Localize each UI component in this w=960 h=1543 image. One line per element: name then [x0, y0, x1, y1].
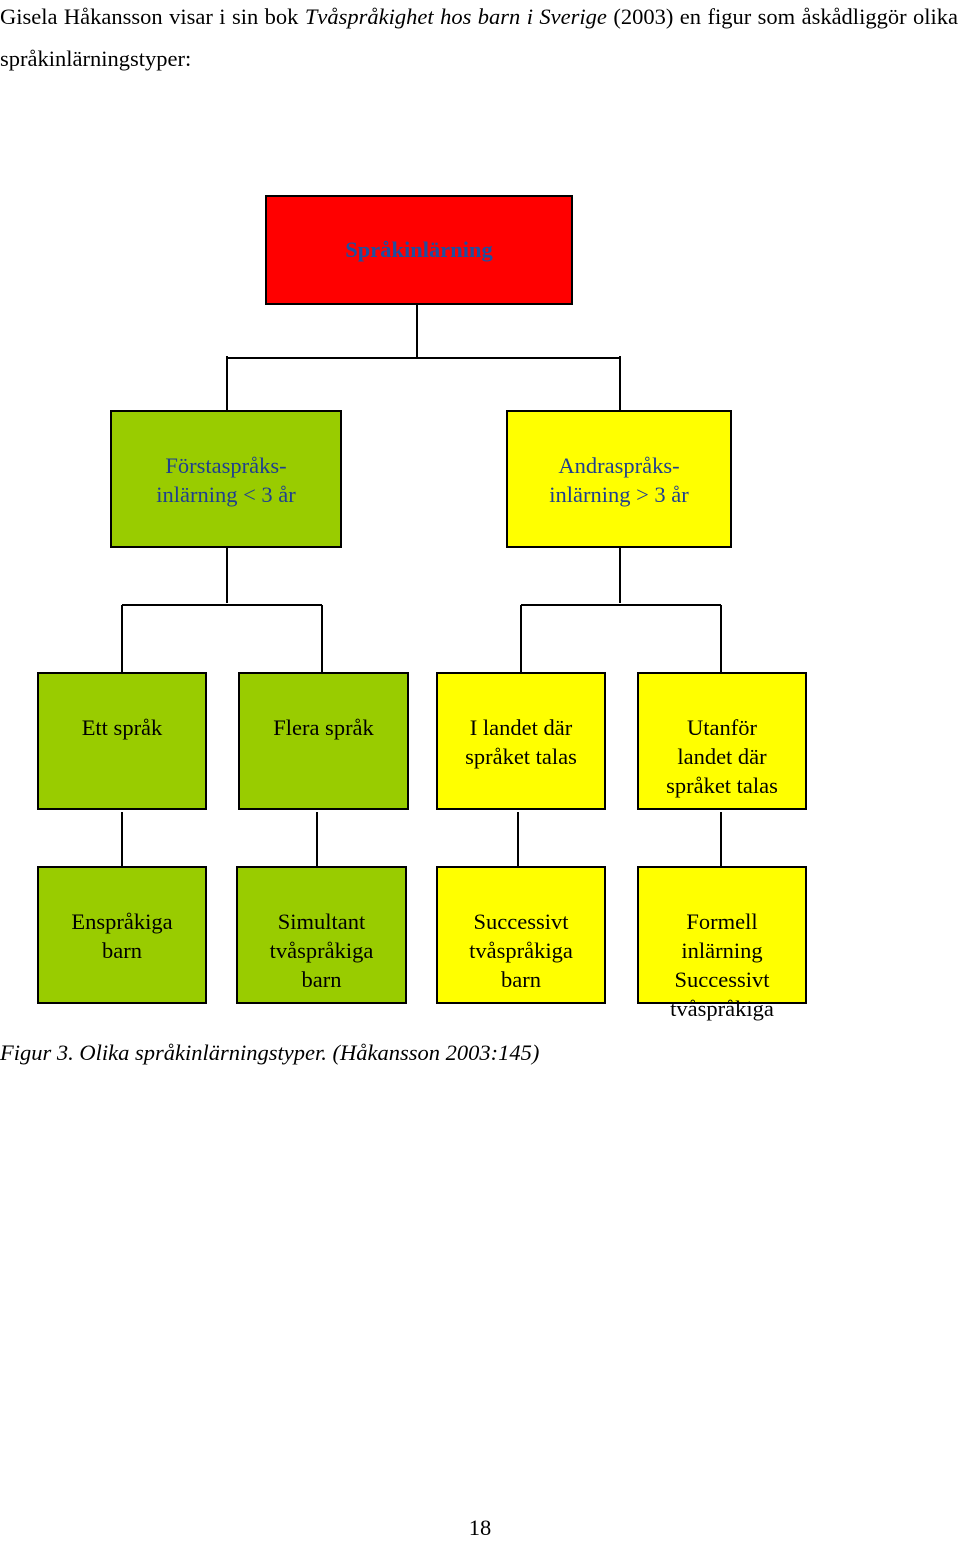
box-successivt-tvasprakiga: Successivt tvåspråkiga barn — [436, 866, 606, 1004]
box-forstasprak: Förstaspråks- inlärning < 3 år — [110, 410, 342, 548]
figure-caption: Figur 3. Olika språkinlärningstyper. (Hå… — [0, 1040, 540, 1065]
box-utanfor-landet: Utanför landet där språket talas — [637, 672, 807, 810]
language-learning-diagram: Språkinlärning Förstaspråks- inlärning <… — [37, 195, 807, 1021]
box-label: Utanför landet där språket talas — [666, 715, 778, 798]
box-label: Formell inlärning Successivt tvåspråkiga — [670, 909, 774, 1021]
intro-paragraph: Gisela Håkansson visar i sin bok Tvåsprå… — [0, 0, 958, 80]
box-label: Andraspråks- inlärning > 3 år — [549, 453, 689, 507]
book-title: Tvåspråkighet hos barn i Sverige — [304, 4, 607, 29]
box-ensprakiga-barn: Enspråkiga barn — [37, 866, 207, 1004]
box-label: Enspråkiga barn — [71, 909, 173, 963]
box-label: Förstaspråks- inlärning < 3 år — [156, 453, 296, 507]
box-label: Språkinlärning — [345, 237, 493, 262]
box-label: Simultant tvåspråkiga barn — [269, 909, 374, 992]
box-ett-sprak: Ett språk — [37, 672, 207, 810]
box-flera-sprak: Flera språk — [238, 672, 409, 810]
box-label: Successivt tvåspråkiga barn — [469, 909, 573, 992]
box-formell-inlarning: Formell inlärning Successivt tvåspråkiga — [637, 866, 807, 1021]
box-label: Flera språk — [273, 715, 374, 740]
box-label: I landet där språket talas — [465, 715, 577, 769]
connector-lines — [121, 305, 722, 867]
box-simultant-tvasprakiga: Simultant tvåspråkiga barn — [236, 866, 407, 1004]
box-i-landet: I landet där språket talas — [436, 672, 606, 810]
intro-text-1: Gisela Håkansson visar i sin bok — [0, 4, 305, 29]
box-sprakinlarning: Språkinlärning — [265, 195, 573, 305]
box-andrasprak: Andraspråks- inlärning > 3 år — [506, 410, 732, 548]
box-label: Ett språk — [81, 715, 163, 740]
intro-text-2: (2003) en figur som åskådliggör olika sp… — [0, 4, 958, 71]
page-number: 18 — [468, 1515, 492, 1540]
